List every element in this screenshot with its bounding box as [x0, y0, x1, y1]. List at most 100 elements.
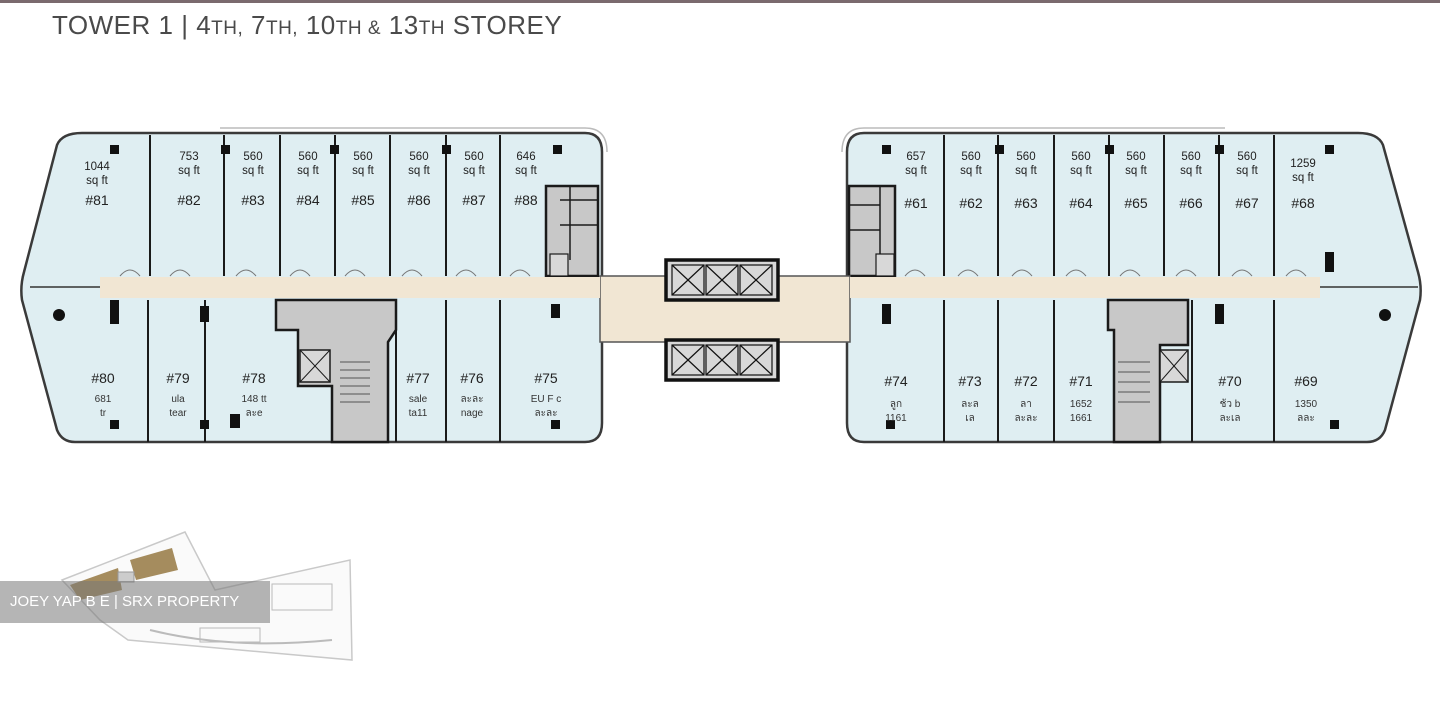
unit-area-suffix: sq ft: [1292, 172, 1315, 184]
unit-number: #74: [884, 373, 908, 389]
unit-number: #67: [1235, 195, 1259, 211]
unit-area-suffix: sq ft: [352, 165, 375, 177]
unit-area-illegible: ละละ: [461, 394, 484, 405]
title-tower: TOWER 1 |: [52, 10, 189, 40]
title-storey-13: 13: [388, 10, 419, 40]
unit-area-suffix: sq ft: [408, 165, 431, 177]
unit-area: 560: [1016, 151, 1035, 163]
unit-area-illegible: 1661: [1070, 413, 1093, 424]
unit-number: #73: [958, 373, 982, 389]
unit-number: #63: [1014, 195, 1038, 211]
unit-number: #83: [241, 192, 265, 208]
right-stair-core: [1106, 298, 1190, 444]
unit-number: #72: [1014, 373, 1038, 389]
title-storey-10: 10: [305, 10, 336, 40]
unit-area: 560: [353, 151, 372, 163]
unit-area-illegible: sale: [409, 394, 428, 405]
watermark-banner: JOEY YAP B E | SRX PROPERTY: [0, 581, 270, 623]
unit-area-suffix: sq ft: [905, 165, 928, 177]
unit-area-suffix: sq ft: [515, 165, 538, 177]
unit-number: #87: [462, 192, 486, 208]
unit-area-suffix: sq ft: [1125, 165, 1148, 177]
unit-area-illegible: ช้ว b: [1220, 398, 1241, 410]
unit-area-illegible: ลูก: [890, 399, 902, 410]
unit-number: #78: [242, 370, 266, 386]
unit-area-suffix: sq ft: [86, 175, 109, 187]
unit-number: #65: [1124, 195, 1148, 211]
unit-number: #64: [1069, 195, 1093, 211]
unit-number: #79: [166, 370, 190, 386]
unit-area-illegible: เล: [965, 413, 975, 424]
structural-columns: [53, 145, 1391, 429]
left-wing-rounded-shadow: [220, 127, 608, 153]
unit-area-illegible: 148 tt: [241, 394, 266, 405]
unit-area-illegible: ละเล: [1219, 413, 1240, 424]
unit-area-illegible: EU F c: [531, 394, 562, 405]
unit-number: #70: [1218, 373, 1242, 389]
unit-number: #81: [85, 192, 109, 208]
key-plan-tower1-highlight-2: [130, 548, 178, 580]
unit-area-suffix: sq ft: [1236, 165, 1259, 177]
right-service-core: [847, 184, 897, 278]
unit-area-illegible: tr: [100, 408, 107, 419]
central-corridor: [30, 275, 1418, 343]
unit-area-illegible: ละละ: [1015, 413, 1038, 424]
labels-top-right: 657 sq ft #61 560 sq ft #62 560 sq ft #63 560 sq f…: [904, 151, 1315, 211]
unit-number: #84: [296, 192, 320, 208]
labels-bottom-right: #74ลูก1161#73ละลเล#72ลาละละ#7116521661#7…: [884, 373, 1318, 424]
unit-area: 560: [1237, 151, 1256, 163]
unit-area: 560: [409, 151, 428, 163]
unit-area-suffix: sq ft: [178, 165, 201, 177]
left-service-core: [544, 184, 600, 278]
unit-area: 1044: [84, 161, 110, 173]
unit-area-illegible: tear: [169, 408, 187, 419]
unit-area: 560: [243, 151, 262, 163]
unit-area-illegible: nage: [461, 408, 484, 419]
unit-number: #61: [904, 195, 928, 211]
unit-area-suffix: sq ft: [242, 165, 265, 177]
unit-area-suffix: sq ft: [1180, 165, 1203, 177]
unit-number: #69: [1294, 373, 1318, 389]
page-title: TOWER 1 | 4TH, 7TH, 10TH & 13TH STOREY: [52, 10, 562, 41]
unit-area-illegible: 1652: [1070, 399, 1093, 410]
unit-area: 560: [1071, 151, 1090, 163]
left-top-partitions: [149, 135, 501, 276]
unit-number: #76: [460, 370, 484, 386]
corridor-door-swings: [119, 269, 1307, 277]
unit-area-suffix: sq ft: [463, 165, 486, 177]
unit-number: #68: [1291, 195, 1315, 211]
unit-number: #85: [351, 192, 375, 208]
title-storey-10-suffix: TH &: [335, 18, 382, 39]
unit-area-illegible: ละล: [961, 399, 979, 410]
title-storey-7-suffix: TH,: [265, 18, 299, 39]
unit-area-illegible: ลา: [1020, 399, 1032, 410]
unit-area: 753: [179, 151, 198, 163]
unit-area-suffix: sq ft: [960, 165, 983, 177]
unit-area: 657: [906, 151, 925, 163]
left-stair-core: [274, 298, 398, 444]
unit-area: 560: [1126, 151, 1145, 163]
unit-area-suffix: sq ft: [1015, 165, 1038, 177]
unit-area: 560: [298, 151, 317, 163]
lift-core-top: [664, 258, 780, 302]
title-storey-4-suffix: TH,: [211, 18, 244, 39]
right-wing-rounded-shadow: [841, 127, 1225, 153]
unit-number: #62: [959, 195, 983, 211]
unit-area-illegible: ta11: [409, 408, 428, 419]
unit-number: #88: [514, 192, 538, 208]
unit-area-illegible: ลละ: [1297, 413, 1315, 424]
title-storey-7: 7: [251, 10, 266, 40]
unit-area-illegible: 1161: [885, 413, 907, 424]
unit-area-illegible: ula: [171, 394, 185, 405]
unit-area: 646: [516, 151, 535, 163]
title-storey-13-suffix: TH: [418, 18, 446, 39]
unit-number: #75: [534, 370, 558, 386]
unit-number: #77: [406, 370, 430, 386]
lift-core-bottom: [664, 338, 780, 382]
corridor-right: [850, 277, 1320, 298]
unit-number: #86: [407, 192, 431, 208]
unit-area: 560: [961, 151, 980, 163]
right-top-partitions: [943, 135, 1275, 276]
